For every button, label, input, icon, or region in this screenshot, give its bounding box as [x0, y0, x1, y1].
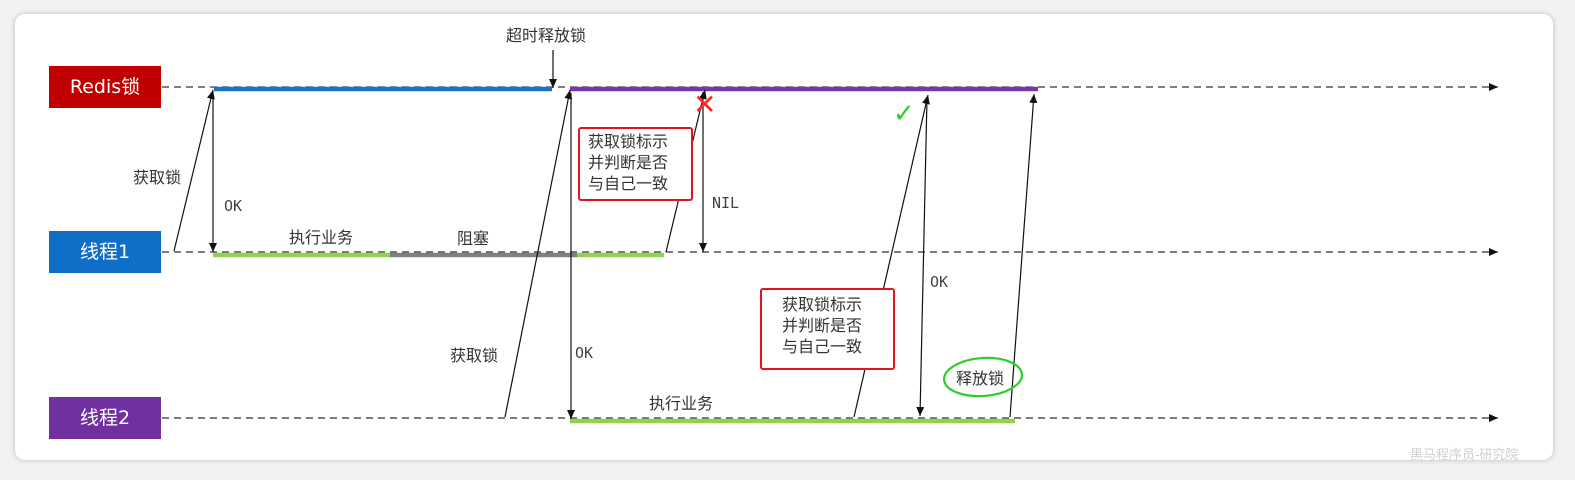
release-lock-circle — [942, 356, 1024, 398]
thread1-acquire-label: 获取锁 — [133, 168, 182, 187]
thread2-ok2-arrow — [916, 97, 928, 417]
note-line: 获取锁标示 — [588, 132, 669, 151]
thread2-acquire-label: 获取锁 — [450, 346, 499, 365]
thread2-ok-label: OK — [575, 344, 594, 362]
thread2-execute-label: 执行业务 — [649, 394, 714, 413]
lane-thread2: 线程2 — [49, 397, 161, 439]
note-line: 并判断是否 — [588, 153, 669, 172]
check-lock-note-thread2: 获取锁标示 并判断是否 与自己一致 — [760, 288, 895, 370]
note-line: 获取锁标示 — [782, 295, 863, 314]
thread2-release-arrow — [1009, 93, 1038, 418]
cross-mark: ✕ — [693, 88, 716, 121]
thread1-acquire-arrow — [173, 89, 215, 252]
check-mark: ✓ — [893, 99, 915, 129]
check-lock-note-thread1: 获取锁标示 并判断是否 与自己一致 — [578, 127, 693, 201]
release-lock-label: 释放锁 — [956, 369, 1005, 388]
thread1-execute-label: 执行业务 — [289, 228, 354, 247]
thread1-blocked-label: 阻塞 — [457, 229, 490, 248]
lane-redis-lock: Redis锁 — [49, 66, 161, 108]
note-line: 与自己一致 — [782, 337, 863, 356]
watermark: 黑马程序员-研究院 — [1410, 448, 1519, 463]
timeout-release-label: 超时释放锁 — [506, 26, 587, 45]
lane-thread1: 线程1 — [49, 231, 161, 273]
thread2-acquire-arrow — [504, 89, 573, 418]
thread1-ok-label: OK — [224, 197, 243, 215]
thread2-ok2-label: OK — [930, 273, 949, 291]
note-line: 与自己一致 — [588, 174, 669, 193]
note-line: 并判断是否 — [782, 316, 863, 335]
nil-label: NIL — [712, 194, 740, 212]
